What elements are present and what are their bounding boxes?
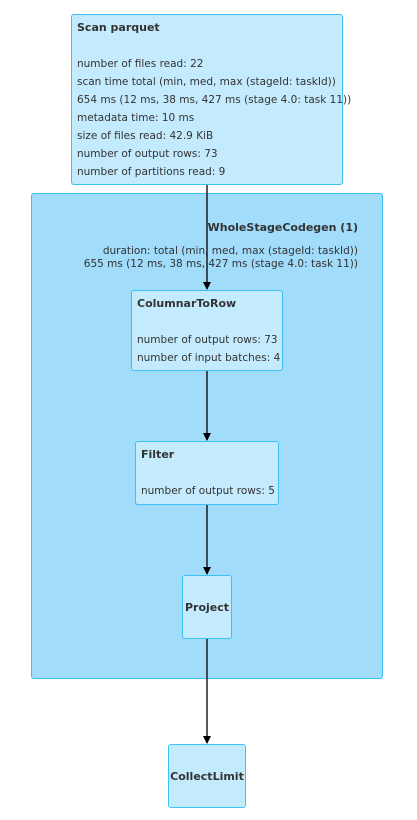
scan-parquet-metric: number of output rows: 73 (77, 148, 218, 160)
scan-parquet-metric: number of files read: 22 (77, 58, 204, 70)
scan-parquet-metric: 654 ms (12 ms, 38 ms, 427 ms (stage 4.0:… (77, 94, 352, 106)
filter-metric: number of output rows: 5 (141, 485, 275, 497)
project-title: Project (184, 601, 230, 614)
scan-parquet-metric: scan time total (min, med, max (stageId:… (77, 76, 336, 88)
filter-title: Filter (141, 448, 175, 461)
columnar-to-row-title: ColumnarToRow (137, 297, 237, 310)
columnar-to-row-metric: number of input batches: 4 (137, 352, 281, 364)
columnar-to-row-node[interactable]: ColumnarToRow number of output rows: 73 … (131, 290, 283, 371)
scan-parquet-title: Scan parquet (77, 21, 160, 34)
scan-parquet-metric: metadata time: 10 ms (77, 112, 195, 124)
filter-node[interactable]: Filter number of output rows: 5 (135, 441, 279, 505)
columnar-to-row-metric: number of output rows: 73 (137, 334, 278, 346)
scan-parquet-node[interactable]: Scan parquet number of files read: 22 sc… (71, 14, 352, 185)
whole-stage-codegen-duration-label: duration: total (min, med, max (stageId:… (102, 245, 358, 257)
project-node[interactable]: Project (182, 575, 232, 639)
whole-stage-codegen-title: WholeStageCodegen (1) (207, 221, 358, 234)
collect-limit-title: CollectLimit (170, 770, 244, 783)
whole-stage-codegen-duration-value: 655 ms (12 ms, 38 ms, 427 ms (stage 4.0:… (83, 258, 358, 270)
scan-parquet-metric: size of files read: 42.9 KiB (77, 130, 214, 142)
scan-parquet-metric: number of partitions read: 9 (77, 166, 226, 178)
collect-limit-node[interactable]: CollectLimit (168, 744, 246, 808)
